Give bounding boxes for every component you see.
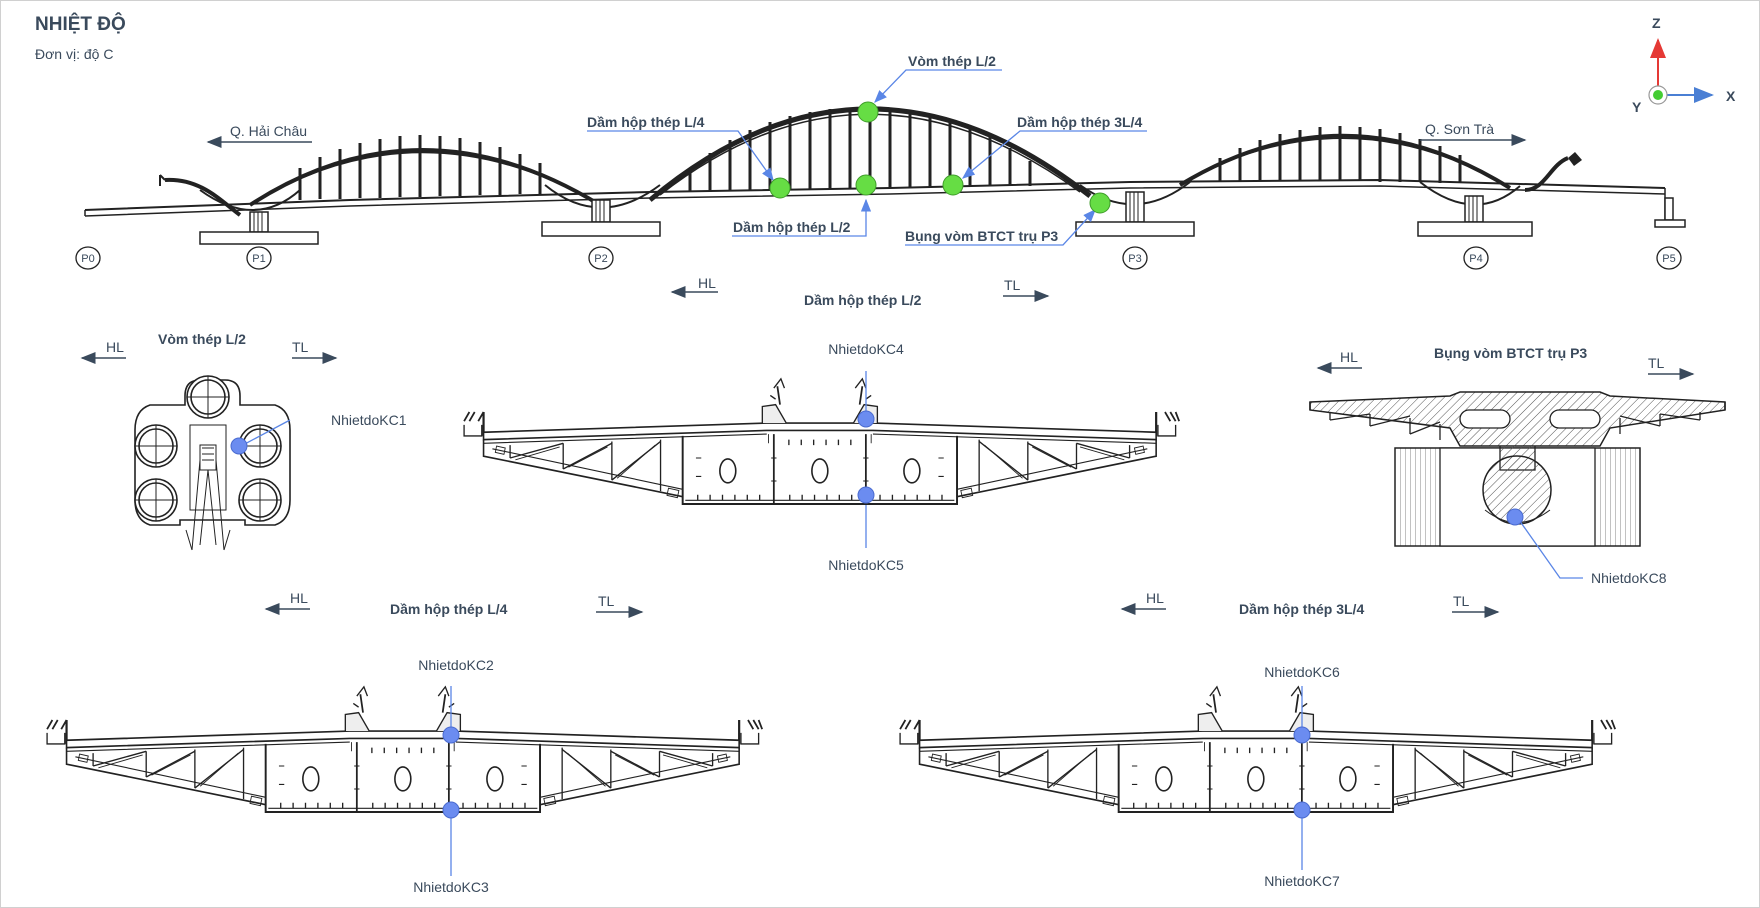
tl-label: TL (1004, 277, 1021, 293)
sensor-label-kc1: NhietdoKC1 (331, 412, 407, 428)
section-title-l2: Dầm hộp thép L/2 (804, 292, 922, 308)
sensor-marker-dam-3l4 (942, 174, 964, 196)
section-bung-vom: HL Bụng vòm BTCT trụ P3 TL NhietdoKC8 (1309, 345, 1726, 586)
section-l4: HL Dầm hộp thép L/4 TL NhietdoKC2 Nhietd… (45, 590, 764, 895)
sensor-kc5 (857, 486, 875, 504)
sensor-label-kc2: NhietdoKC2 (418, 657, 494, 673)
hl-label: HL (106, 339, 124, 355)
hl-label: HL (698, 275, 716, 291)
axis-y-label: Y (1632, 99, 1642, 115)
sensor-kc3 (442, 801, 460, 819)
pier-label-p1: P1 (252, 253, 265, 265)
hl-label: HL (1146, 590, 1164, 606)
tl-label: TL (292, 339, 309, 355)
sensor-kc8 (1506, 508, 1524, 526)
sensor-kc1 (230, 437, 248, 455)
pier-label-p5: P5 (1662, 253, 1675, 265)
pier-marker-p0 (75, 246, 101, 270)
callout-dam-3l4: Dầm hộp thép 3L/4 (1017, 114, 1142, 130)
sensor-marker-dam-l4 (769, 177, 791, 199)
pier-label-p3: P3 (1128, 253, 1141, 265)
sensor-label-kc5: NhietdoKC5 (828, 557, 904, 573)
callout-dam-l2: Dầm hộp thép L/2 (733, 219, 851, 235)
section-l2-drawing: NhietdoKC4 NhietdoKC5 (462, 341, 1181, 573)
hl-label: HL (1340, 349, 1358, 365)
section-header-l2: HL Dầm hộp thép L/2 TL (670, 275, 1050, 308)
section-title-3l4: Dầm hộp thép 3L/4 (1239, 601, 1364, 617)
pier-marker-p2 (588, 246, 614, 270)
sensor-marker-dam-l2 (855, 174, 877, 196)
axis-x-label: X (1726, 88, 1736, 104)
bridge-elevation: P0 P1 P2 P3 P4 P5 Q. Hải Châu Q. Sơn Trà… (75, 53, 1686, 270)
pier-marker-p5 (1656, 246, 1682, 270)
sensor-kc7 (1293, 801, 1311, 819)
section-3l4: HL Dầm hộp thép 3L/4 TL NhietdoKC6 Nhiet… (898, 590, 1617, 889)
callout-bung-vom: Bụng vòm BTCT trụ P3 (905, 228, 1058, 244)
pier-marker-p3 (1122, 246, 1148, 270)
pier-label-p0: P0 (81, 253, 94, 265)
sensor-label-kc8: NhietdoKC8 (1591, 570, 1667, 586)
pier-marker-p1 (246, 246, 272, 270)
sensor-label-kc3: NhietdoKC3 (413, 879, 489, 895)
pier-label-p4: P4 (1469, 253, 1482, 265)
direction-label-hai-chau: Q. Hải Châu (230, 123, 307, 139)
callout-dam-l4: Dầm hộp thép L/4 (587, 114, 705, 130)
sensor-label-kc7: NhietdoKC7 (1264, 873, 1340, 889)
section-title-vom: Vòm thép L/2 (158, 331, 246, 347)
tl-label: TL (1648, 355, 1665, 371)
sensor-label-kc4: NhietdoKC4 (828, 341, 904, 357)
sensor-label-kc6: NhietdoKC6 (1264, 664, 1340, 680)
section-title-bung: Bụng vòm BTCT trụ P3 (1434, 345, 1587, 361)
section-vom-l2: HL Vòm thép L/2 TL NhietdoKC1 (80, 331, 407, 551)
section-title-l4: Dầm hộp thép L/4 (390, 601, 508, 617)
callout-vom-l2: Vòm thép L/2 (908, 53, 996, 69)
unit-label: Đơn vị: độ C (35, 46, 114, 62)
sensor-kc2 (442, 726, 460, 744)
sensor-marker-vom-l2 (857, 101, 879, 123)
sensor-kc6 (1293, 726, 1311, 744)
axis-triad: Z Y X (1632, 15, 1736, 115)
pier-marker-p4 (1463, 246, 1489, 270)
pier-label-p2: P2 (594, 253, 607, 265)
sensor-marker-bung-vom (1089, 192, 1111, 214)
direction-label-son-tra: Q. Sơn Trà (1425, 121, 1494, 137)
hl-label: HL (290, 590, 308, 606)
page-title: NHIỆT ĐỘ (35, 14, 126, 35)
sensor-kc4 (857, 410, 875, 428)
tl-label: TL (598, 593, 615, 609)
axis-z-label: Z (1652, 15, 1661, 31)
tl-label: TL (1453, 593, 1470, 609)
